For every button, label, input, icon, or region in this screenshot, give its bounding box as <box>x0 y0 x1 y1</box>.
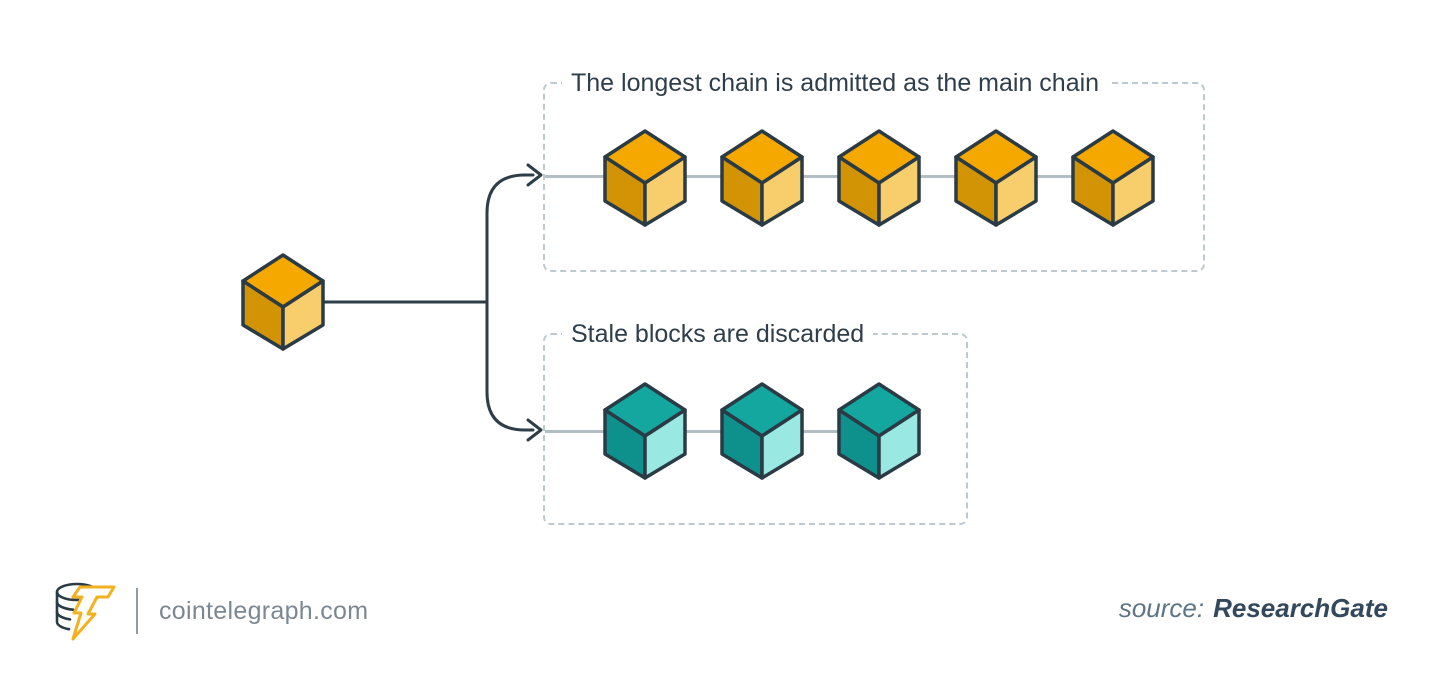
source-name: ResearchGate <box>1213 593 1388 623</box>
origin-block-cube <box>241 253 325 351</box>
block-cube <box>720 129 804 227</box>
block-cube <box>720 382 804 480</box>
stale-chain-link-line <box>545 430 879 433</box>
stale-blocks-box: Stale blocks are discarded <box>543 318 968 525</box>
main-chain-link-line <box>545 175 1113 178</box>
block-cube <box>837 129 921 227</box>
block-cube <box>837 382 921 480</box>
main-chain-box-title: The longest chain is admitted as the mai… <box>562 67 1109 99</box>
arrowhead-top-icon <box>526 163 543 187</box>
block-cube <box>241 253 325 351</box>
main-chain-box: The longest chain is admitted as the mai… <box>543 67 1205 272</box>
block-cube <box>603 382 687 480</box>
brand-domain-text: cointelegraph.com <box>159 596 369 625</box>
arrowhead-bottom-icon <box>526 418 543 442</box>
footer-divider <box>136 588 138 634</box>
cointelegraph-logo-icon <box>55 582 116 641</box>
lightning-bolt-icon <box>71 585 116 641</box>
stale-blocks <box>603 382 921 480</box>
stale-blocks-box-title: Stale blocks are discarded <box>562 318 874 350</box>
block-cube <box>603 129 687 227</box>
fork-branch-curve <box>485 173 535 432</box>
source-label: source: <box>1118 593 1205 623</box>
block-cube <box>954 129 1038 227</box>
main-chain-blocks <box>603 129 1155 227</box>
brand-footer: cointelegraph.com <box>50 579 368 643</box>
block-cube <box>1071 129 1155 227</box>
source-attribution: source: ResearchGate <box>1119 593 1388 624</box>
